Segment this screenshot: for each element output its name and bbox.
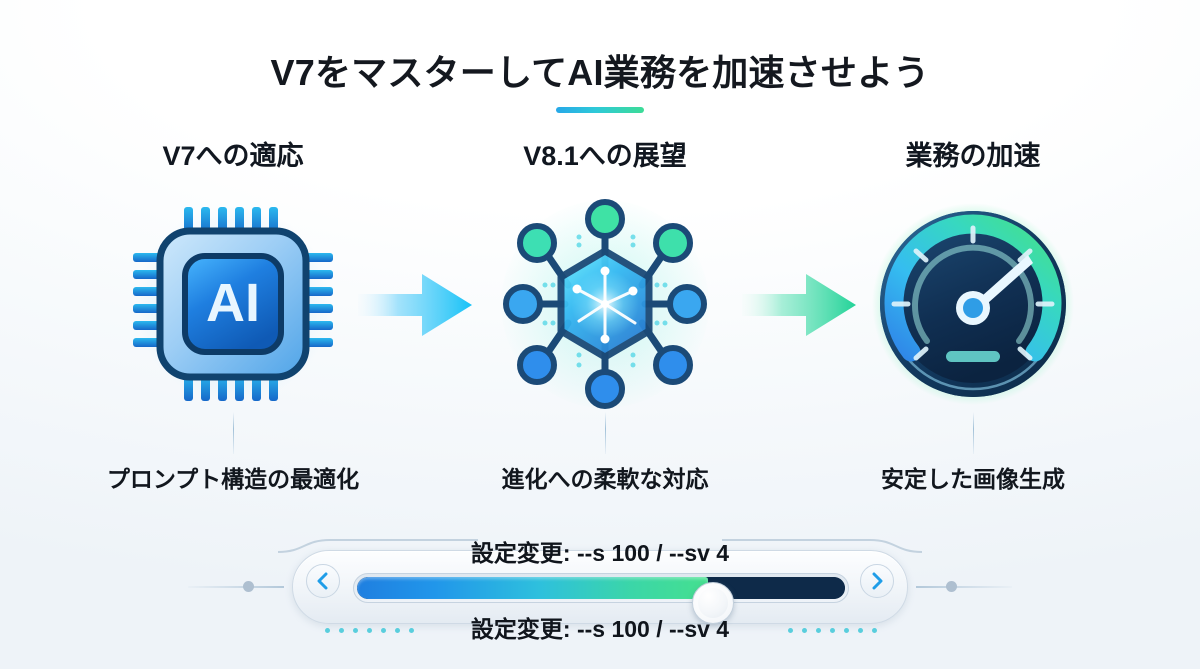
slider-dots-left [325,628,414,633]
slider-dot [395,628,400,633]
bracket-left [277,538,478,554]
rail-endpoint-left [243,581,254,592]
slider-track[interactable] [353,573,849,624]
slider-dot [872,628,877,633]
chevron-left-icon [317,572,328,590]
icon-container: AI [83,196,383,412]
bracket-right [722,538,923,554]
rail-line-left [188,586,284,588]
slider-track-remainder [708,577,845,599]
slider-dots-right [788,628,877,633]
slider-next-button[interactable] [860,564,894,598]
slider-label-top: 設定変更: --s 100 / --sv 4 [470,540,730,566]
slider-label-bottom: 設定変更: --s 100 / --sv 4 [470,616,730,642]
speedometer-gauge-icon [872,203,1074,406]
connector-line [232,412,234,455]
rail-endpoint-right [946,581,957,592]
title-block: V7をマスターしてAI業務を加速させよう [0,52,1200,114]
slider-track-inner [357,577,845,599]
slider-dot [816,628,821,633]
column-v81-outlook: V8.1への展望 [455,140,755,494]
slider-dot [409,628,414,633]
columns-container: V7への適応 [0,140,1200,520]
column-heading: V8.1への展望 [523,141,687,171]
slider-prev-button[interactable] [306,564,340,598]
arrow-v7-to-v81 [358,268,474,342]
slider-dot [325,628,330,633]
column-caption: 進化への柔軟な対応 [501,466,709,493]
network-hexagon-icon [501,199,709,410]
slider-dot [339,628,344,633]
column-work-acceleration: 業務の加速 [823,140,1123,494]
chevron-right-icon [872,572,883,590]
slider-track-fill [357,577,709,599]
column-caption: プロンプト構造の最適化 [106,466,360,493]
settings-slider-zone: 設定変更: --s 100 / --sv 4 [0,516,1200,669]
page-title: V7をマスターしてAI業務を加速させよう [270,52,930,93]
connector-line [604,412,606,455]
slider-dot [367,628,372,633]
slider-knob[interactable] [691,582,734,624]
column-heading: V7への適応 [162,141,304,171]
rail-line-right [916,586,1012,588]
slider-dot [830,628,835,633]
icon-container [455,196,755,412]
column-v7-adaptation: V7への適応 [83,140,383,494]
icon-container [823,196,1123,412]
ai-chip-icon: AI [133,206,333,403]
connector-line [972,412,974,455]
ai-chip-label: AI [206,273,260,333]
slider-dot [788,628,793,633]
arrow-v81-to-acceleration [742,268,858,342]
column-heading: 業務の加速 [905,141,1041,171]
slider-dot [353,628,358,633]
title-underline [556,107,644,114]
slider-dot [858,628,863,633]
column-caption: 安定した画像生成 [881,466,1065,493]
slider-dot [802,628,807,633]
slider-dot [381,628,386,633]
slider-panel [292,550,908,624]
slider-dot [844,628,849,633]
